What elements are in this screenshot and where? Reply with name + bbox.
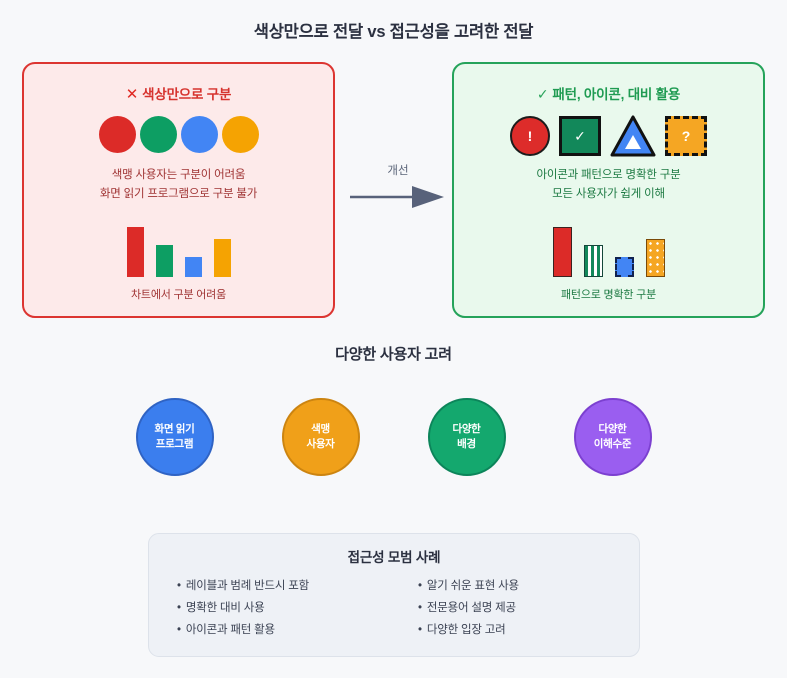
best-practices-panel: 접근성 모범 사례 레이블과 범례 반드시 포함 명확한 대비 사용 아이콘과 … [148, 533, 640, 657]
bar-2 [583, 245, 603, 277]
persona-line-1: 다양한 [452, 423, 481, 435]
list-item: 다양한 입장 고려 [418, 619, 611, 641]
best-practices-left-column: 레이블과 범례 반드시 포함 명확한 대비 사용 아이콘과 패턴 활용 [177, 575, 394, 641]
persona-screen-reader[interactable]: 화면 읽기 프로그램 [135, 398, 214, 476]
persona-diverse-literacy[interactable]: 다양한 이해수준 [573, 398, 652, 476]
bar-4 [213, 239, 231, 277]
personas-row: 화면 읽기 프로그램 색맹 사용자 다양한 배경 다양한 이해수준 [0, 398, 787, 480]
comparison-section: ✕색상만으로 구분 색맹 사용자는 구분이 어려움 화면 읽기 프로그램으로 구… [0, 62, 787, 320]
question-dashed-square-shape: ? [665, 116, 707, 156]
persona-line-2: 프로그램 [155, 438, 194, 450]
personas-section-title: 다양한 사용자 고려 [335, 346, 452, 363]
list-item: 명확한 대비 사용 [177, 597, 394, 619]
persona-line-1: 다양한 [598, 423, 627, 435]
good-panel-line-1: 아이콘과 패턴으로 명확한 구분 [536, 169, 681, 181]
alert-circle-glyph: ! [527, 128, 533, 144]
good-panel-bar-chart [454, 219, 763, 277]
x-mark-icon: ✕ [125, 86, 139, 103]
bad-panel-line-2: 화면 읽기 프로그램으로 구분 불가 [99, 188, 258, 200]
persona-diverse-background[interactable]: 다양한 배경 [427, 398, 506, 476]
improvement-arrow-block: 개선 [348, 162, 448, 222]
red-circle [98, 116, 136, 153]
good-panel-heading-label: 패턴, 아이콘, 대비 활용 [552, 87, 681, 102]
persona-color-blind[interactable]: 색맹 사용자 [281, 398, 360, 476]
persona-line-2: 배경 [457, 438, 476, 450]
best-practices-title: 접근성 모범 사례 [347, 550, 441, 565]
good-panel-heading: ✓패턴, 아이콘, 대비 활용 [454, 83, 763, 103]
check-square-glyph: ✓ [574, 128, 586, 144]
list-item: 전문용어 설명 제공 [418, 597, 611, 619]
good-panel-chart-caption: 패턴으로 명확한 구분 [561, 289, 656, 301]
bad-panel-line-1: 색맹 사용자는 구분이 어려움 [111, 169, 246, 181]
good-panel-line-2: 모든 사용자가 쉽게 이해 [552, 188, 665, 200]
arrow-label: 개선 [387, 165, 409, 177]
bad-panel-chart-caption: 차트에서 구분 어려움 [131, 289, 226, 301]
persona-line-2: 사용자 [306, 438, 335, 450]
bar-3 [184, 257, 202, 277]
check-square-shape: ✓ [559, 116, 601, 156]
bad-panel-description: 색맹 사용자는 구분이 어려움 화면 읽기 프로그램으로 구분 불가 [24, 166, 333, 204]
best-practices-right-column: 알기 쉬운 표현 사용 전문용어 설명 제공 다양한 입장 고려 [394, 575, 611, 641]
best-practices-columns: 레이블과 범례 반드시 포함 명확한 대비 사용 아이콘과 패턴 활용 알기 쉬… [149, 575, 639, 641]
bad-panel-heading-label: 색상만으로 구분 [142, 87, 232, 102]
triangle-outline-icon [610, 115, 656, 157]
question-square-glyph: ? [681, 128, 691, 144]
check-mark-icon: ✓ [536, 86, 549, 102]
blue-circle [180, 116, 218, 153]
persona-line-1: 화면 읽기 [154, 423, 195, 435]
orange-circle [221, 116, 259, 153]
bad-panel-heading: ✕색상만으로 구분 [24, 83, 333, 103]
good-panel-description: 아이콘과 패턴으로 명확한 구분 모든 사용자가 쉽게 이해 [454, 166, 763, 204]
alert-circle-shape: ! [510, 116, 550, 156]
bar-1 [552, 227, 572, 277]
bar-4 [645, 239, 665, 277]
persona-line-1: 색맹 [311, 423, 330, 435]
color-only-swatch-row [24, 116, 333, 153]
list-item: 알기 쉬운 표현 사용 [418, 575, 611, 597]
list-item: 아이콘과 패턴 활용 [177, 619, 394, 641]
good-practice-panel: ✓패턴, 아이콘, 대비 활용 ! ✓ ? 아이콘과 패턴으로 명확한 구분 모… [452, 62, 765, 318]
persona-line-2: 이해수준 [593, 438, 632, 450]
accessible-shape-row: ! ✓ ? [454, 114, 763, 158]
arrow-right-icon [350, 186, 444, 208]
green-circle [139, 116, 177, 153]
bar-3 [614, 257, 634, 277]
bad-panel-bar-chart [24, 219, 333, 277]
bar-1 [126, 227, 144, 277]
list-item: 레이블과 범례 반드시 포함 [177, 575, 394, 597]
up-triangle-shape [610, 115, 656, 157]
page-title: 색상만으로 전달 vs 접근성을 고려한 전달 [253, 23, 534, 41]
bad-practice-panel: ✕색상만으로 구분 색맹 사용자는 구분이 어려움 화면 읽기 프로그램으로 구… [22, 62, 335, 318]
bar-2 [155, 245, 173, 277]
